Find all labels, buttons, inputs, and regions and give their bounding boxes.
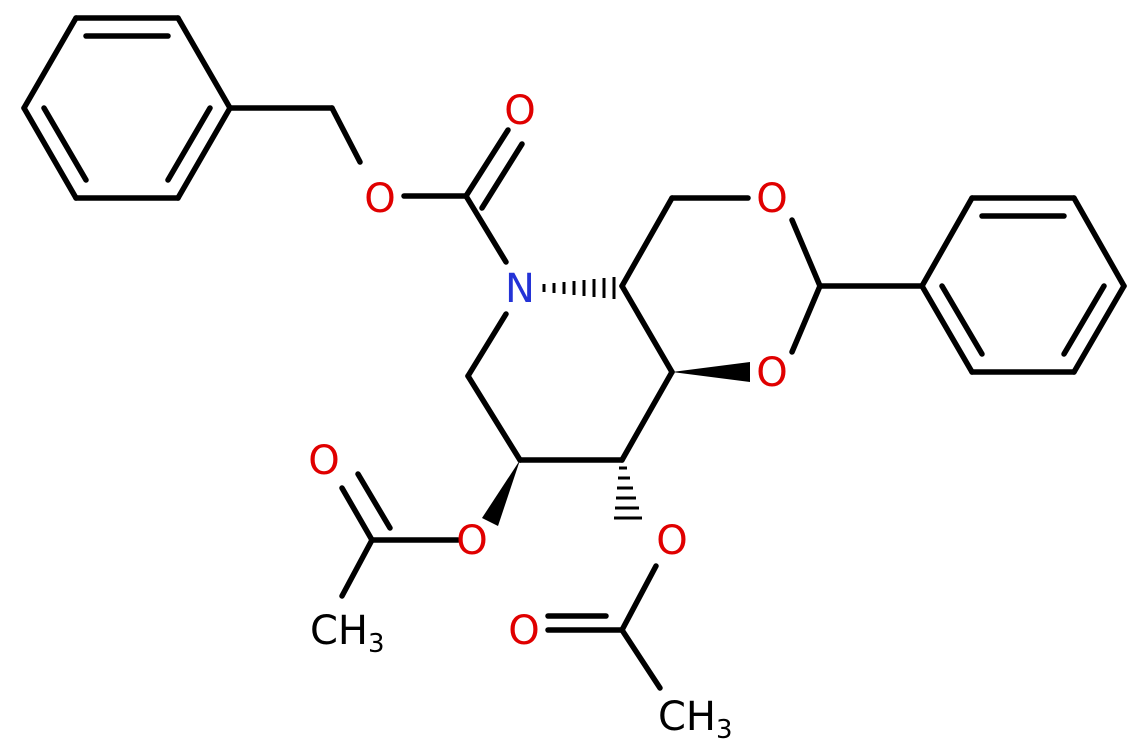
wedge-bond: [672, 362, 750, 382]
bond: [463, 193, 509, 265]
atom-o-carbonyl-top: O: [504, 88, 535, 134]
bond: [329, 105, 363, 165]
bond: [619, 563, 659, 633]
bond: [1071, 283, 1127, 375]
bond: [463, 127, 511, 199]
bond-layer: [21, 15, 1127, 691]
bond-double-inner: [939, 283, 985, 357]
stereo-bond-layer: [482, 277, 750, 526]
atom-o-acetal-bottom: O: [756, 350, 787, 396]
bond: [21, 15, 79, 111]
atom-o-acetal-top: O: [756, 176, 787, 222]
bond: [619, 195, 675, 289]
atom-o-carbonyl-left: O: [308, 438, 339, 484]
bond: [619, 369, 675, 463]
bond-double-inner: [479, 141, 525, 211]
bond: [919, 283, 975, 375]
atom-ch3-right: CH3: [658, 694, 733, 745]
bond: [21, 105, 79, 201]
bond: [465, 311, 509, 379]
bond: [1071, 195, 1127, 289]
atom-n-ring: N: [505, 266, 535, 312]
bond: [175, 15, 233, 111]
wedge-bond: [482, 460, 520, 526]
hash-bond: [614, 466, 642, 520]
hash-bond: [542, 277, 616, 299]
bond: [789, 283, 823, 355]
bond-double-inner: [41, 105, 89, 183]
bond: [789, 217, 823, 289]
bond: [619, 627, 663, 691]
atom-o-ester-benzyl: O: [364, 176, 395, 222]
bond: [175, 105, 233, 201]
atom-o-carbonyl-right: O: [508, 608, 539, 654]
bond-double-inner: [1061, 283, 1107, 357]
bond: [339, 537, 375, 599]
atom-label-layer: O O N O O O O O O CH3 CH3: [308, 88, 787, 745]
atom-ch3-left: CH3: [310, 608, 385, 659]
bond: [919, 195, 975, 289]
bond-double-inner: [165, 105, 213, 183]
atom-o-acetoxy-left: O: [456, 518, 487, 564]
bond-double-inner: [355, 471, 393, 531]
bond: [619, 283, 675, 375]
bond: [465, 373, 523, 463]
atom-o-acetoxy-right: O: [656, 518, 687, 564]
bond: [339, 485, 375, 543]
